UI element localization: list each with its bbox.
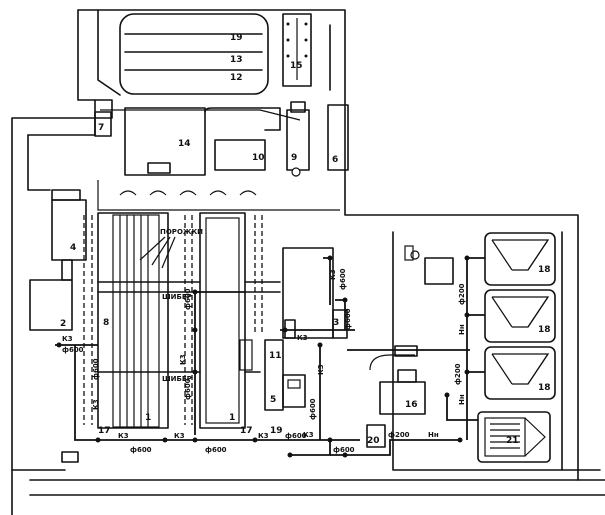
- nn-label-m: Нн: [428, 431, 439, 439]
- nn-label-o: Нн: [458, 394, 466, 405]
- unit-15-label: 15: [290, 61, 303, 71]
- unit-17-label-b: 17: [240, 426, 253, 436]
- channels: [83, 215, 263, 425]
- k3-label-i: К3: [329, 269, 337, 280]
- d600-label-k: ф600: [309, 398, 317, 420]
- k3-label-a: К3: [62, 335, 73, 343]
- porozhki-label: ПОРОЖКИ: [160, 228, 203, 236]
- unit-12-label: 12: [230, 73, 243, 83]
- d600-label-e: ф600: [285, 432, 307, 440]
- d600-label-b: ф600: [92, 358, 100, 380]
- d200-label-m: ф200: [388, 431, 410, 439]
- k3-label-c: К3: [118, 432, 129, 440]
- unit-20-label: 20: [367, 436, 380, 446]
- unit-6-label: 6: [332, 155, 338, 165]
- unit-21-label: 21: [506, 436, 519, 446]
- k3-label-e: К3: [258, 432, 269, 440]
- d600-label-a: ф600: [62, 346, 84, 354]
- nn-label-n: Нн: [458, 324, 466, 335]
- d600-label-g: ф600: [184, 378, 192, 400]
- valve-labels: ПОРОЖКИ ШИБЕР ШИБЕР: [139, 228, 203, 383]
- unit-19-label: 19: [230, 33, 243, 43]
- unit-16-block: 16: [369, 354, 426, 415]
- pipe-annotations: К3 ф600 К3 ф600 К3 ф600 К3 ф600 К3 ф600 …: [62, 268, 466, 454]
- unit-9-label: 9: [291, 153, 297, 163]
- unit-11-label: 11: [269, 351, 282, 361]
- unit-16-label: 16: [405, 400, 418, 410]
- d600-label-j: ф600: [344, 308, 352, 330]
- unit-18-label-3: 18: [538, 383, 551, 393]
- unit-18-label-2: 18: [538, 325, 551, 335]
- unit-1-left-label: 1: [145, 413, 151, 423]
- unit-17-label-a: 17: [98, 426, 111, 436]
- shiber-label-1: ШИБЕР: [162, 293, 192, 301]
- unit-4-label: 4: [70, 243, 76, 253]
- unit-1-right-label: 1: [229, 413, 235, 423]
- unit-3-label: 3: [333, 318, 339, 328]
- unit-4-block: 4: [51, 189, 87, 281]
- unit-18-top: 18: [484, 232, 556, 286]
- k3-label-k: К3: [317, 364, 325, 375]
- unit-2-label: 2: [60, 319, 66, 329]
- unit-12-13-19-block: 19 13 12: [119, 13, 269, 95]
- unit-13-label: 13: [230, 55, 243, 65]
- k3-label-g: К3: [179, 354, 187, 365]
- unit-5-block: 5: [270, 374, 306, 408]
- unit-20-block: 20: [366, 424, 386, 448]
- bottom-unit-numbers: 17 17 19: [61, 426, 283, 463]
- k3-label-h: К3: [297, 334, 308, 342]
- k3-label-d: К3: [174, 432, 185, 440]
- unit-18-middle: 18: [484, 289, 556, 343]
- k3-label-l: К3: [303, 431, 314, 439]
- unit-18-label-1: 18: [538, 265, 551, 275]
- unit-5-label: 5: [270, 395, 276, 405]
- unit-2-block: 2: [29, 279, 73, 331]
- unit-6-block: 6: [327, 104, 349, 171]
- pipe-network: [55, 255, 485, 458]
- d200-label-n: ф200: [458, 283, 466, 305]
- d200-label-o: ф200: [454, 363, 462, 385]
- unit-1-tank: 1: [167, 212, 281, 429]
- unit-19-bottom-label: 19: [270, 426, 283, 436]
- d600-label-l: ф600: [333, 446, 355, 454]
- unit-18-bottom: 18: [484, 346, 556, 400]
- d600-label-f: ф600: [184, 288, 192, 310]
- pump-house: [404, 245, 454, 285]
- k3-label-b: К3: [92, 399, 100, 410]
- curb-arcs: [119, 190, 257, 196]
- unit-7-label: 7: [98, 123, 104, 133]
- unit-14-label: 14: [178, 139, 191, 149]
- unit-8-label: 8: [103, 318, 109, 328]
- unit-15-block: 15: [282, 13, 312, 87]
- d600-label-i: ф600: [339, 268, 347, 290]
- unit-21-block: 21: [477, 411, 551, 463]
- shiber-label-2: ШИБЕР: [162, 375, 192, 383]
- d600-label-d: ф600: [205, 446, 227, 454]
- unit-7-block: 7: [94, 111, 112, 137]
- d600-label-c: ф600: [130, 446, 152, 454]
- unit-10-block: 10: [204, 107, 281, 171]
- unit-10-label: 10: [252, 153, 265, 163]
- unit-9-block: 9: [286, 101, 310, 177]
- unit-8-tank: 8 1: [97, 212, 169, 429]
- unit-14-area: 14: [124, 107, 206, 176]
- unit-3-block: 3: [282, 247, 348, 339]
